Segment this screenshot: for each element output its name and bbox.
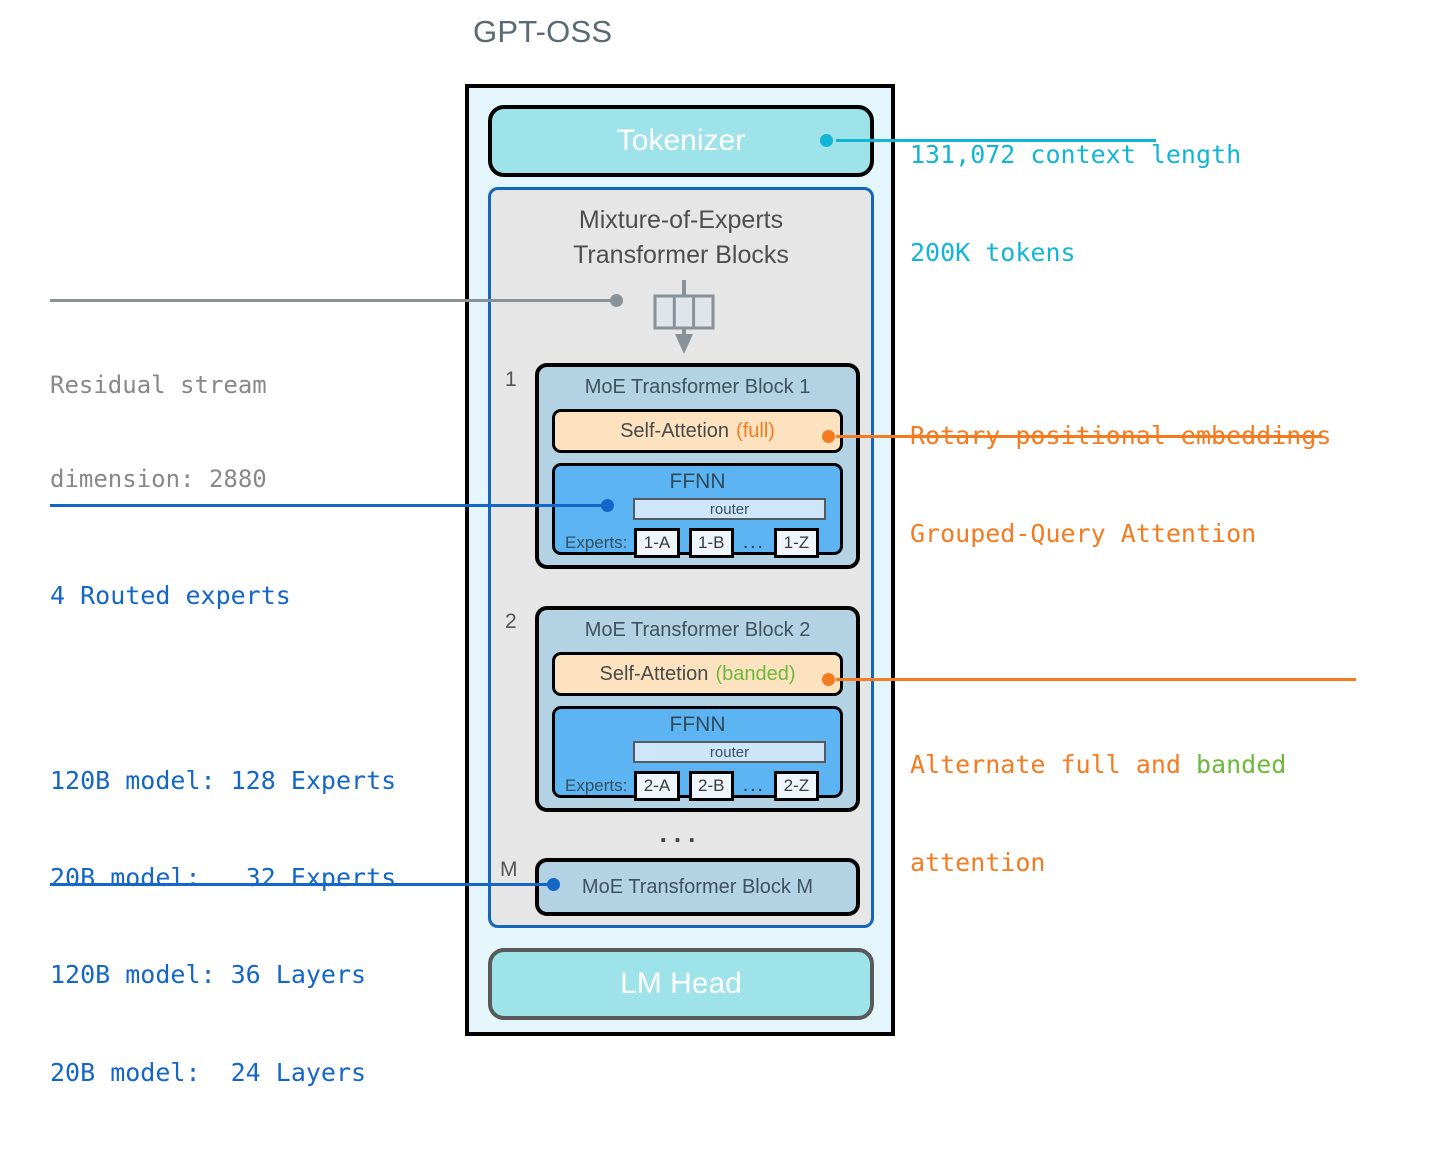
annotation-alternate-attention: Alternate full and banded attention [910,684,1286,944]
block-1-title: MoE Transformer Block 1 [584,376,811,398]
moe-transformer-block-1[interactable]: MoE Transformer Block 1 Self-Attetion (f… [535,363,860,569]
block-2-attention-box[interactable]: Self-Attetion (banded) [552,652,843,696]
expert-chip[interactable]: 1-B [688,528,734,558]
block-index-1: 1 [505,368,517,391]
expert-chip[interactable]: 2-Z [773,771,819,801]
moe-panel-title: Mixture-of-Experts Transformer Blocks [573,206,789,269]
experts-line-2: 120B model: 128 Experts [50,765,397,795]
moe-transformer-block-2[interactable]: MoE Transformer Block 2 Self-Attetion (b… [535,606,860,812]
expert-chip[interactable]: 1-Z [773,528,819,558]
alternate-attention-line-2: attention [910,847,1046,877]
block-1-experts-row: Experts: 1-A 1-B ... 1-Z [565,528,828,558]
alternate-attention-part-1: Alternate full and [910,750,1196,779]
tokenizer-block[interactable]: Tokenizer [488,105,874,177]
tokenizer-label: Tokenizer [616,124,746,157]
residual-stream-icon [639,280,729,355]
annotation-layers: 120B model: 36 Layers 20B model: 24 Laye… [50,894,366,1154]
alternate-attention-part-2: banded [1195,750,1287,779]
block-2-experts-label: Experts: [565,776,628,795]
block-1-ffnn-box[interactable]: FFNN router Experts: 1-A 1-B ... 1-Z [552,463,843,558]
moe-transformer-block-m[interactable]: MoE Transformer Block M [535,858,860,916]
block-1-experts-ellipsis: ... [742,532,765,553]
block-1-experts-label: Experts: [565,533,628,552]
residual-line-2: dimension: 2880 [50,464,267,493]
block-2-attention-label: Self-Attetion [599,662,709,685]
layers-line-2: 20B model: 24 Layers [50,1057,367,1087]
alternate-attention-line-1: Alternate full and banded [910,749,1286,782]
block-2-experts-row: Experts: 2-A 2-B ... 2-Z [565,771,828,801]
lm-head-block[interactable]: LM Head [488,948,874,1020]
block-2-ffnn-box[interactable]: FFNN router Experts: 2-A 2-B ... 2-Z [552,706,843,801]
attention-features-line-2: Grouped-Query Attention [910,518,1257,548]
block-2-router-label: router [709,743,750,761]
block-2-experts-ellipsis: ... [742,775,765,796]
experts-spacer [50,678,396,700]
diagram-canvas: GPT-OSS Tokenizer Mixture-of-Experts Tra… [50,14,1356,1087]
block-1-attention-mode: (full) [736,419,775,442]
layers-line-1: 120B model: 36 Layers [50,960,367,989]
page-title: GPT-OSS [473,14,613,49]
experts-line-3: 20B model: 32 Experts [50,863,397,892]
block-index-m: M [500,858,518,881]
block-index-2: 2 [505,610,517,633]
residual-line-1: Residual stream [50,371,267,400]
block-1-attention-label: Self-Attetion [620,419,730,442]
expert-chip[interactable]: 1-A [634,528,680,558]
block-m-title: MoE Transformer Block M [581,875,814,898]
block-2-ffnn-label: FFNN [669,713,726,736]
context-line-1: 131,072 context length [910,140,1242,169]
annotation-context-length: 131,072 context length 200K tokens [910,74,1241,334]
lm-head-label: LM Head [620,967,742,1000]
annotation-residual-stream: Residual stream dimension: 2880 [50,308,267,558]
attention-features-line-1: Rotary positional embeddings [910,421,1332,450]
expert-chip[interactable]: 2-A [634,771,680,801]
block-1-router-label: router [709,500,750,518]
block-1-ffnn-label: FFNN [669,470,726,493]
context-line-2: 200K tokens [910,237,1076,267]
block-2-router[interactable]: router [633,741,826,763]
experts-line-1: 4 Routed experts [50,581,291,610]
blocks-ellipsis: ... [659,818,703,848]
block-2-title: MoE Transformer Block 2 [584,619,811,641]
annotation-attention-features: Rotary positional embeddings Grouped-Que… [910,355,1331,615]
block-1-attention-box[interactable]: Self-Attetion (full) [552,409,843,453]
annotation-routed-experts: 4 Routed experts 120B model: 128 Experts… [50,515,396,960]
block-2-attention-mode: (banded) [715,662,796,685]
block-1-router[interactable]: router [633,498,826,520]
expert-chip[interactable]: 2-B [688,771,734,801]
